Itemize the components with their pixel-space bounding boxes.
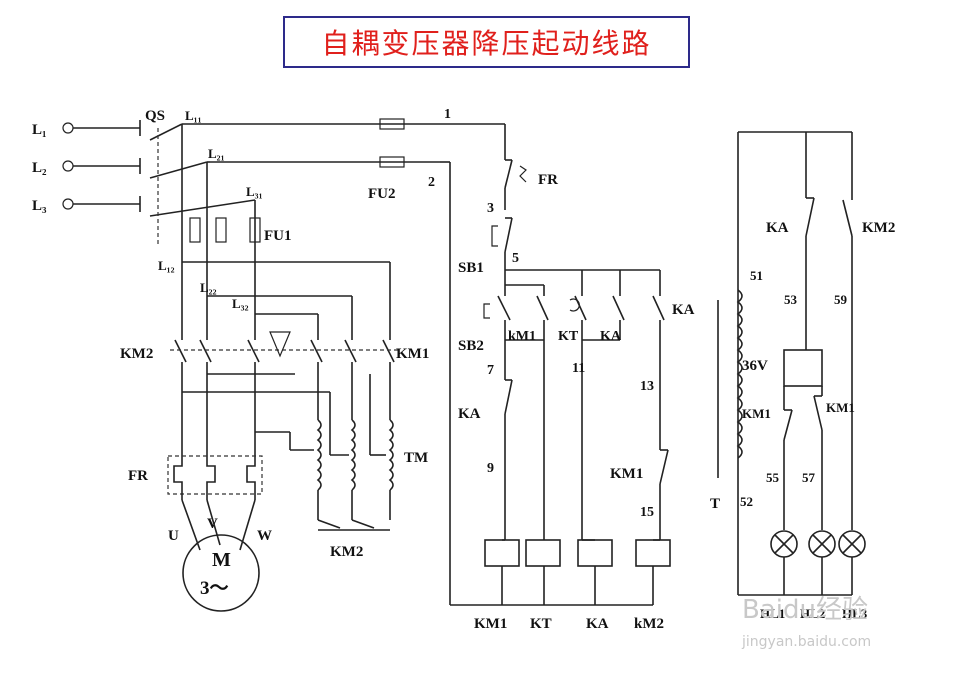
indicator-circuit [717,131,866,596]
label-L3: L₃ [32,198,47,214]
autotransformer-TM [290,374,394,531]
label-L2: L₂ [32,160,47,176]
label-node-1: 1 [444,107,451,122]
label-QS: QS [145,108,165,124]
label-node-9: 9 [487,461,494,476]
label-HL3: HL3 [842,606,868,621]
label-coil-KT: KT [530,616,552,632]
label-SB2: SB2 [458,338,484,354]
label-HL1: HL1 [760,606,785,621]
label-node-13: 13 [640,379,654,394]
label-FR-main: FR [128,468,148,484]
label-KM1-nc: KM1 [610,466,643,482]
label-node-5: 5 [512,251,519,266]
label-node-53: 53 [784,292,798,307]
label-T: T [710,496,720,512]
label-kM1-contact: kM1 [508,329,536,344]
label-L21: L₂₁ [208,146,225,161]
diagram-title: 自耦变压器降压起动线路 [321,27,652,60]
fu2-fuses [379,118,405,168]
label-coil-KM1: KM1 [474,616,507,632]
watermark-brand: Baidu经验 [742,595,868,625]
label-W: W [257,528,272,544]
sb1-stop-button [491,217,513,270]
coil-KM1 [484,539,520,567]
watermark-url: jingyan.baidu.com [741,634,871,650]
terminal-L2 [62,160,74,172]
motor-phase-label: 3～ [200,578,229,599]
coil-KA [577,539,613,567]
label-node-2: 2 [428,175,435,190]
km2-main-contacts [174,330,260,460]
label-coil-KA: KA [586,616,609,632]
label-node-11: 11 [572,361,585,376]
label-KM2-main: KM2 [120,346,153,362]
label-KA-contact: KA [600,329,622,344]
title-box: 自耦变压器降压起动线路 [283,16,690,68]
label-node-55: 55 [766,470,780,485]
label-node-57: 57 [802,470,816,485]
label-FU1: FU1 [264,228,292,244]
label-node-51: 51 [750,268,763,283]
label-SB1: SB1 [458,260,484,276]
label-KM1-tr2: KM1 [826,400,855,415]
coil-kM2 [635,539,671,567]
label-L32: L₃₂ [232,296,249,311]
fr-contact [504,159,527,210]
motor-label: M [212,549,231,571]
label-U: U [168,528,179,544]
fu1-fuses [189,217,261,243]
motor-M [182,534,260,612]
label-L22: L₂₂ [200,280,217,295]
label-FR-ctrl: FR [538,172,558,188]
label-L12: L₁₂ [158,258,175,273]
label-HL2: HL2 [800,606,825,621]
label-36V: 36V [742,358,768,374]
label-KM2-lamp: KM2 [862,220,895,236]
terminal-L3 [62,198,74,210]
km1-main-contacts [310,330,395,363]
label-node-59: 59 [834,292,848,307]
label-node-15: 15 [640,505,654,520]
label-V: V [207,516,218,532]
label-KM1-tr1: KM1 [742,406,771,421]
label-KM1-main: KM1 [396,346,429,362]
coil-KT [525,539,561,567]
control-coils [450,539,671,606]
label-node-3: 3 [487,201,494,216]
label-FU2: FU2 [368,186,396,202]
label-L11: L₁₁ [185,108,202,123]
terminal-L1 [62,122,74,134]
label-L31: L₃₁ [246,184,263,199]
label-L1: L₁ [32,122,47,138]
label-KA-right: KA [672,302,695,318]
label-KA-nc: KA [458,406,481,422]
interlock-symbol [269,331,291,358]
label-KT-contact: KT [558,329,579,344]
label-KA-lamp: KA [766,220,789,236]
label-node-52: 52 [740,494,753,509]
label-KM2-star: KM2 [330,544,363,560]
label-node-7: 7 [487,363,494,378]
qs-switch [139,120,256,244]
fr-thermal-relay [167,455,263,500]
label-TM: TM [404,450,428,466]
label-coil-kM2: kM2 [634,616,664,632]
